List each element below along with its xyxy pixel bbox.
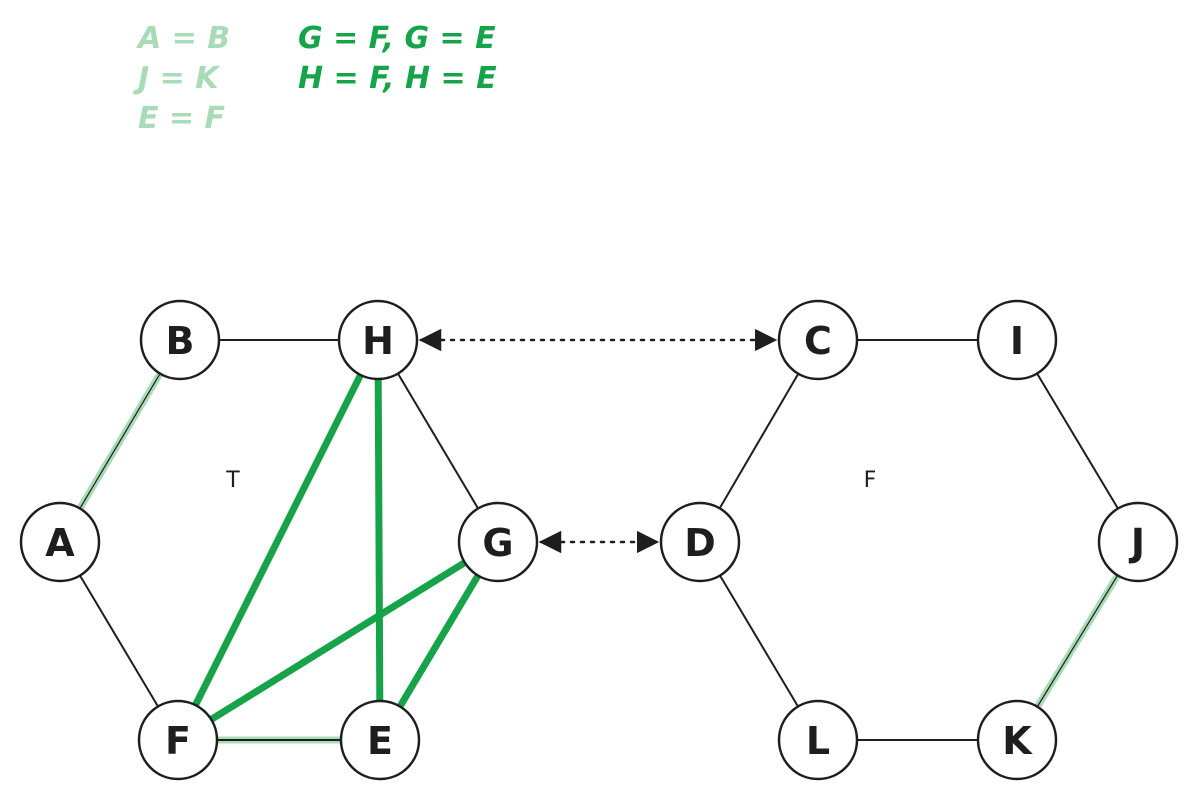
node-d[interactable]: D	[659, 501, 741, 583]
node-l[interactable]: L	[777, 699, 859, 781]
node-label-b: B	[166, 319, 195, 363]
node-b[interactable]: B	[139, 299, 221, 381]
dark-green-edges	[174, 336, 502, 744]
node-label-f: F	[165, 719, 191, 763]
black-edges	[59, 339, 1139, 741]
legend-dark-2: H = F, H = E	[298, 61, 497, 96]
node-label-k: K	[1002, 719, 1033, 763]
dark-edge-h-f	[174, 336, 382, 744]
node-k[interactable]: K	[976, 699, 1058, 781]
node-label-c: C	[804, 319, 832, 363]
node-label-a: A	[45, 521, 75, 565]
node-i[interactable]: I	[976, 299, 1058, 381]
node-label-h: H	[362, 319, 394, 363]
node-label-d: D	[684, 521, 716, 565]
legend-light-3: E = F	[138, 101, 226, 136]
node-label-j: J	[1128, 521, 1145, 565]
node-e[interactable]: E	[339, 699, 421, 781]
dark-edge-g-f	[174, 538, 502, 744]
node-a[interactable]: A	[19, 501, 101, 583]
region-label-left: T	[225, 468, 240, 493]
dark-edge-h-e	[374, 336, 384, 744]
node-label-l: L	[806, 719, 830, 763]
region-label-right: F	[864, 468, 877, 493]
node-j[interactable]: J	[1097, 501, 1179, 583]
node-f[interactable]: F	[137, 699, 219, 781]
node-label-i: I	[1010, 319, 1024, 363]
legend-light-2: J = K	[133, 61, 221, 96]
legend-light-1: A = B	[136, 21, 230, 56]
node-g[interactable]: G	[457, 501, 539, 583]
light-green-edges	[56, 336, 1142, 744]
node-label-g: G	[482, 521, 513, 565]
legend: A = B J = K E = F G = F, G = E H = F, H …	[133, 21, 497, 136]
legend-dark-1: G = F, G = E	[298, 21, 496, 56]
node-h[interactable]: H	[337, 299, 419, 381]
dotted-arrow-edges	[418, 328, 778, 554]
node-c[interactable]: C	[777, 299, 859, 381]
node-label-e: E	[367, 719, 393, 763]
